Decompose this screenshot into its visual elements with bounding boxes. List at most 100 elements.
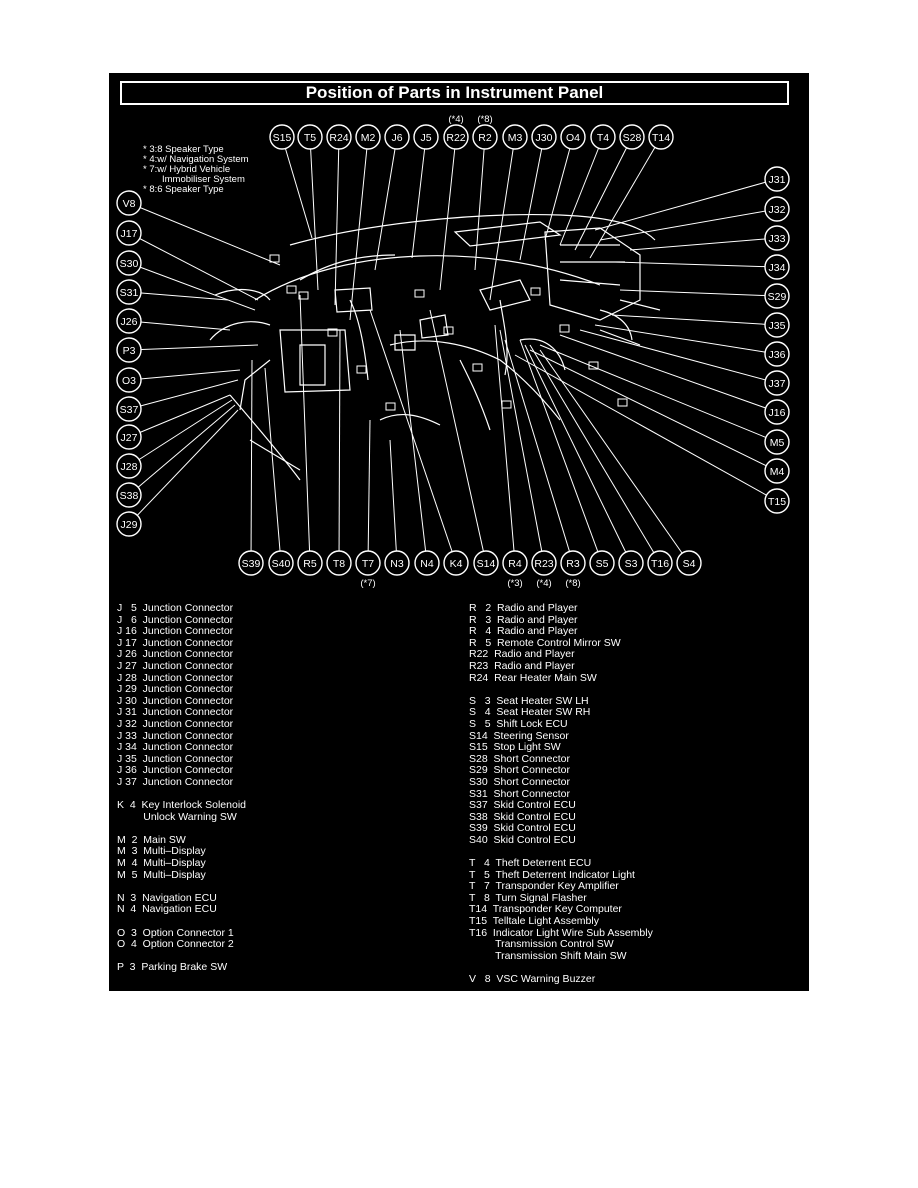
legend-entry: Unlock Warning SW (117, 810, 237, 823)
legend-entry: T 8 Turn Signal Flasher (469, 891, 587, 904)
callout-t8: T8 (326, 550, 352, 576)
callout-label: T5 (304, 132, 316, 144)
legend-entry: S29 Short Connector (469, 764, 570, 777)
callout-label: S5 (596, 558, 609, 570)
callout-label: M3 (508, 132, 523, 144)
legend-entry: S28 Short Connector (469, 752, 570, 765)
legend-entry: Transmission Shift Main SW (469, 949, 627, 962)
callout-label: S30 (120, 258, 139, 270)
legend-entry: T 7 Transponder Key Amplifier (469, 880, 619, 893)
legend-entry: J 16 Junction Connector (117, 625, 234, 638)
legend-entry: T15 Telltale Light Assembly (469, 915, 599, 928)
callout-label: M4 (770, 466, 785, 478)
callout-label: J27 (121, 432, 138, 444)
callout-s37: S37 (116, 396, 142, 422)
callout-label: N4 (420, 558, 434, 570)
callout-label: R5 (303, 558, 317, 570)
legend-entry: S15 Stop Light SW (469, 741, 561, 754)
leader-lines (128, 136, 778, 564)
callout-label: T7 (362, 558, 374, 570)
legend-entry: O 3 Option Connector 1 (117, 926, 234, 939)
callout-j6: J6 (384, 124, 410, 150)
callout-label: J33 (769, 233, 786, 245)
callout-label: R22 (446, 132, 465, 144)
legend-entry: J 34 Junction Connector (117, 741, 234, 754)
legend-entry: P 3 Parking Brake SW (117, 961, 228, 974)
callout-j34: J34 (764, 254, 790, 280)
callout-label: J36 (769, 349, 786, 361)
svg-text:(*4): (*4) (536, 578, 551, 589)
callout-j26: J26 (116, 308, 142, 334)
callout-s31: S31 (116, 279, 142, 305)
legend-entry: O 4 Option Connector 2 (117, 938, 234, 951)
callout-label: R2 (478, 132, 492, 144)
callout-s29: S29 (764, 283, 790, 309)
callout-k4: K4 (443, 550, 469, 576)
callout-label: T16 (651, 558, 669, 570)
callout-label: T14 (652, 132, 670, 144)
callout-label: O3 (122, 375, 136, 387)
legend-entry: M 2 Main SW (117, 833, 186, 846)
legend-entry: S40 Skid Control ECU (469, 833, 576, 846)
callout-t7: T7 (355, 550, 381, 576)
callout-m5: M5 (764, 429, 790, 455)
legend-entry: N 3 Navigation ECU (117, 891, 217, 904)
callout-label: J34 (769, 262, 786, 274)
callout-label: J31 (769, 174, 786, 186)
callout-r2: R2 (472, 124, 498, 150)
callout-s5: S5 (589, 550, 615, 576)
callout-label: J5 (420, 132, 431, 144)
legend-entry: J 31 Junction Connector (117, 706, 234, 719)
legend-entry: M 3 Multi–Display (117, 845, 206, 858)
callout-r23: R23 (531, 550, 557, 576)
callout-n3: N3 (384, 550, 410, 576)
legend-entry: S 3 Seat Heater SW LH (469, 694, 589, 707)
callout-label: J35 (769, 320, 786, 332)
callout-r5: R5 (297, 550, 323, 576)
legend-entry: S37 Skid Control ECU (469, 799, 576, 812)
callout-o4: O4 (560, 124, 586, 150)
callout-j33: J33 (764, 225, 790, 251)
legend-entry: R 5 Remote Control Mirror SW (469, 636, 621, 649)
legend-entry: J 28 Junction Connector (117, 671, 234, 684)
legend-entry: R23 Radio and Player (469, 659, 575, 672)
callout-t14: T14 (648, 124, 674, 150)
callout-j29: J29 (116, 511, 142, 537)
legend-entry: R 2 Radio and Player (469, 602, 578, 614)
legend-entry: V 8 VSC Warning Buzzer (469, 973, 596, 985)
legend-entry (117, 916, 246, 928)
callout-label: R23 (534, 558, 553, 570)
diagram-panel (109, 73, 809, 991)
callout-j37: J37 (764, 370, 790, 396)
callout-label: S40 (272, 558, 291, 570)
callout-r4: R4 (502, 550, 528, 576)
svg-text:* 8:6 Speaker Type: * 8:6 Speaker Type (143, 184, 224, 195)
legend-entry: R 4 Radio and Player (469, 625, 578, 638)
callout-label: S29 (768, 291, 787, 303)
legend-entry: J 27 Junction Connector (117, 659, 234, 672)
callout-j31: J31 (764, 166, 790, 192)
legend-entry: Transmission Control SW (469, 938, 614, 951)
callout-m3: M3 (502, 124, 528, 150)
callout-j30: J30 (531, 124, 557, 150)
callout-p3: P3 (116, 337, 142, 363)
callout-label: J29 (121, 519, 138, 531)
callout-label: S37 (120, 404, 139, 416)
svg-text:(*8): (*8) (477, 114, 492, 125)
legend-entry: J 32 Junction Connector (117, 717, 234, 730)
legend-entry: S14 Steering Sensor (469, 729, 569, 742)
callout-label: S4 (683, 558, 696, 570)
callout-s30: S30 (116, 250, 142, 276)
footnotes: (*4)(*8)(*7)(*3)(*4)(*8)* 3:8 Speaker Ty… (143, 114, 581, 589)
callout-label: S39 (242, 558, 261, 570)
svg-text:* 4:w/ Navigation System: * 4:w/ Navigation System (143, 154, 249, 165)
callout-label: J30 (536, 132, 553, 144)
legend-entry: T 5 Theft Deterrent Indicator Light (469, 868, 635, 881)
legend-entry: S30 Short Connector (469, 775, 570, 788)
legend-entry: S31 Short Connector (469, 787, 570, 800)
callout-s14: S14 (473, 550, 499, 576)
svg-text:(*8): (*8) (565, 578, 580, 589)
callout-label: J37 (769, 378, 786, 390)
